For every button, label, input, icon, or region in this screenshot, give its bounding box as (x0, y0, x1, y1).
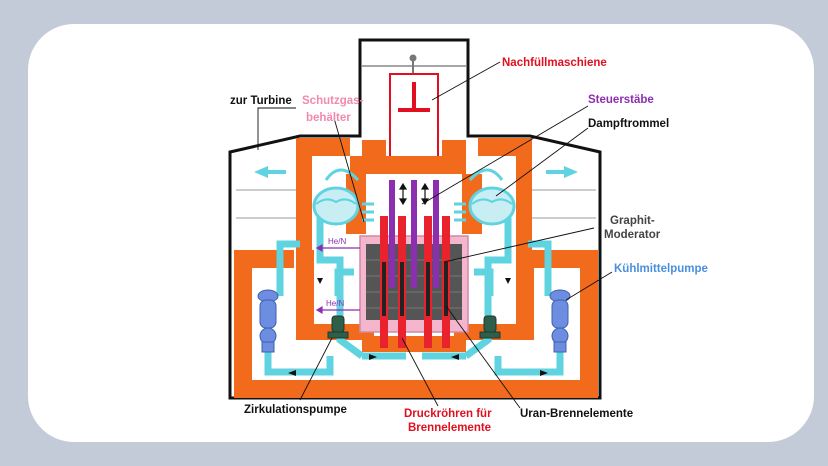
steam-drum-left (312, 186, 360, 226)
uranium-fuel-elements (382, 262, 448, 316)
steam-drum-right (468, 186, 516, 226)
label-zur-turbine: zur Turbine (230, 95, 292, 107)
label-steuerstaebe: Steuerstäbe (588, 94, 654, 106)
coolant-circuit (264, 200, 564, 376)
label-schutzgas-2: behälter (306, 112, 351, 124)
leader-lines (257, 61, 613, 409)
label-graphit-1: Graphit- (610, 215, 655, 227)
label-graphit-2: Moderator (604, 229, 661, 241)
label-he-n-upper: He/N (328, 237, 346, 246)
label-nachfuellmaschiene: Nachfüllmaschiene (502, 57, 607, 69)
label-druckroehren-2: Brennelemente (408, 422, 491, 434)
control-rods (389, 180, 439, 288)
coolant-pump-right (549, 289, 571, 353)
circulation-pump-right (479, 315, 501, 339)
coolant-pump-left (257, 289, 279, 353)
label-schutzgas-1: Schutzgas- (302, 95, 364, 107)
he-n-gas-lines (315, 243, 360, 315)
label-zirkulationspumpe: Zirkulationspumpe (244, 404, 347, 416)
label-he-n-lower: He/N (326, 299, 344, 308)
label-uran-brennelemente: Uran-Brennelemente (520, 408, 633, 420)
flow-arrows (288, 278, 548, 376)
label-kuehlmittelpumpe: Kühlmittelpumpe (614, 263, 708, 275)
steam-lines (324, 168, 504, 222)
steam-to-turbine-arrows (254, 166, 578, 178)
label-druckroehren-1: Druckröhren für (404, 408, 492, 420)
circulation-pump-left (327, 315, 349, 339)
refuelling-machine (389, 54, 439, 159)
label-dampftrommel: Dampftrommel (588, 118, 669, 130)
